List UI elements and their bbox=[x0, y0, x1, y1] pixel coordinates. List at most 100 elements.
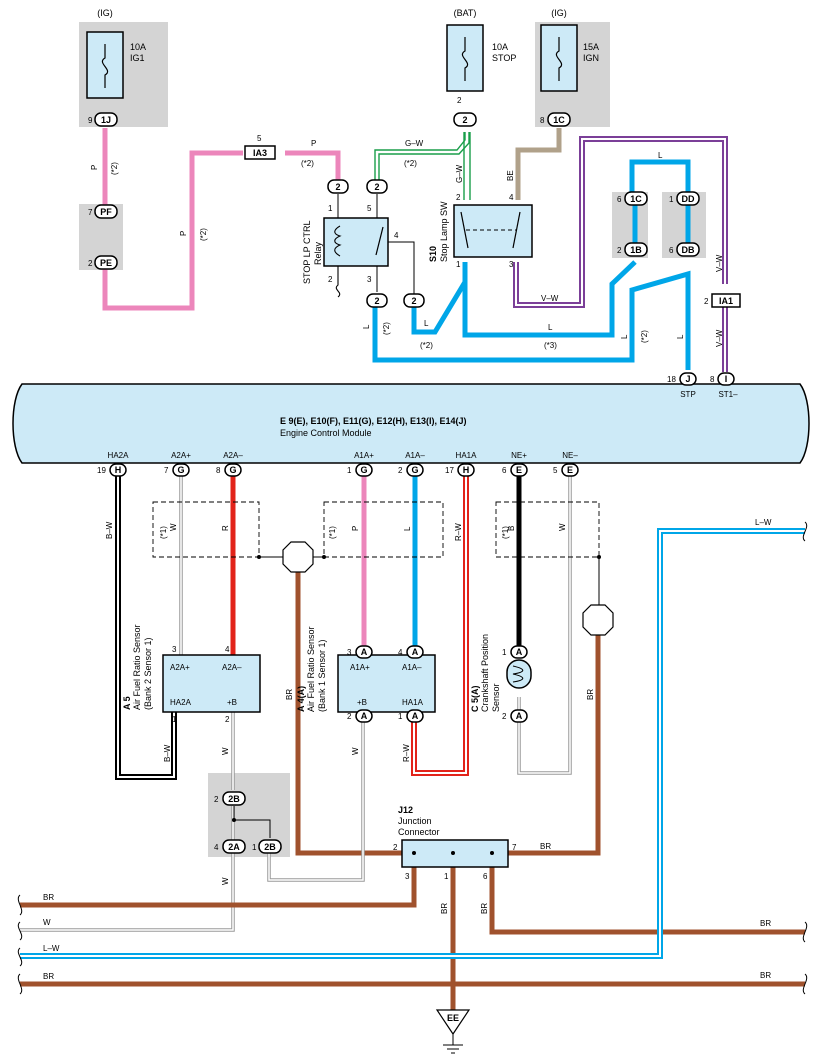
conn-g-7 bbox=[172, 463, 190, 477]
wire-w-2b-right-i bbox=[268, 697, 364, 881]
wire-w-2b-2a bbox=[20, 806, 235, 932]
lbl-l-top: L bbox=[658, 151, 663, 160]
pin-7-pf: 7 bbox=[88, 208, 93, 217]
conn-c5-2-label: A bbox=[516, 711, 523, 721]
conn-g-1 bbox=[355, 463, 373, 477]
conn-pf-label: PF bbox=[100, 207, 112, 217]
conn-stop-2 bbox=[453, 112, 477, 127]
ecm-term-ha2a: HA2A bbox=[108, 451, 130, 460]
c5-sub: Sensor bbox=[491, 683, 501, 712]
pin-8-ecm: 8 bbox=[216, 466, 221, 475]
lbl-n2-2: (*2) bbox=[199, 228, 208, 241]
ecm-body bbox=[12, 383, 810, 464]
wire-br-j12-6 bbox=[489, 867, 805, 935]
pin-4-2a: 4 bbox=[214, 843, 219, 852]
j12-dot-2 bbox=[451, 851, 455, 855]
pin-2-stop-top: 2 bbox=[457, 96, 462, 105]
pin-5-ia3: 5 bbox=[257, 134, 262, 143]
conn-c5-1-label: A bbox=[516, 647, 523, 657]
conn-ia3-label: IA3 bbox=[253, 148, 267, 158]
lbl-br-j12-6: BR bbox=[480, 903, 489, 914]
fuse-ig1-name: IG1 bbox=[130, 53, 145, 63]
a5-t4: +B bbox=[227, 698, 237, 707]
stop-sw-name: Stop Lamp SW bbox=[439, 201, 449, 262]
conn-1b bbox=[624, 242, 648, 257]
lbl-vw-2: V–W bbox=[715, 254, 724, 272]
conn-relay-2b bbox=[366, 179, 388, 194]
shield-dot-1 bbox=[257, 555, 261, 559]
conn-2b-top-label: 2B bbox=[228, 794, 240, 804]
break-left-1 bbox=[17, 894, 23, 916]
wire-bw-inner bbox=[117, 476, 175, 778]
break-right-1 bbox=[802, 521, 808, 542]
shield-ground-left bbox=[282, 541, 314, 573]
lbl-vw-3: V–W bbox=[715, 329, 724, 347]
conn-e-6-label: E bbox=[516, 465, 522, 475]
ecm-codes: E 9(E), E10(F), E11(G), E12(H), E13(I), … bbox=[280, 416, 467, 426]
conn-ia3 bbox=[244, 145, 276, 160]
conn-stop-2-label: 2 bbox=[462, 115, 467, 125]
fuse-ign-rating: 15A bbox=[583, 42, 599, 52]
a4-t4: HA1A bbox=[402, 698, 424, 707]
fuse-ign-symbol bbox=[555, 37, 563, 81]
lbl-lw-left: L–W bbox=[43, 944, 60, 953]
wire-w-ne-minus bbox=[517, 476, 572, 775]
j12-dot-1 bbox=[412, 851, 416, 855]
pin-2-1b: 2 bbox=[617, 246, 622, 255]
sensor-c5-body bbox=[506, 659, 532, 689]
lbl-n2-1: (*2) bbox=[110, 162, 119, 175]
conn-i-label: I bbox=[725, 374, 728, 384]
wire-green-gw-b bbox=[378, 132, 470, 180]
break-right-3 bbox=[802, 973, 808, 995]
conn-a4-1-label: A bbox=[412, 711, 419, 721]
wire-purple-vw-inner bbox=[515, 138, 726, 306]
lbl-n2-7: (*2) bbox=[640, 330, 649, 343]
ecm-term-a2a-plus: A2A+ bbox=[171, 451, 191, 460]
ecm-term-a1a-plus: A1A+ bbox=[354, 451, 374, 460]
pin-2-j12: 2 bbox=[393, 843, 398, 852]
conn-h-19-label: H bbox=[115, 465, 122, 475]
conn-g-2-label: G bbox=[411, 465, 418, 475]
conn-db-label: DB bbox=[682, 245, 695, 255]
lbl-bw-2: B–W bbox=[163, 744, 172, 762]
sensor-c5-coil bbox=[512, 665, 524, 683]
shield-box-2 bbox=[323, 501, 444, 558]
shield-ground-right bbox=[582, 604, 614, 636]
a4-t3: +B bbox=[357, 698, 367, 707]
a5-t1: A2A+ bbox=[170, 663, 190, 672]
a5-sub: (Bank 2 Sensor 1) bbox=[143, 637, 153, 710]
pin-3-a5: 3 bbox=[172, 645, 177, 654]
pin-8-ign: 8 bbox=[540, 116, 545, 125]
conn-relay-2a-label: 2 bbox=[335, 182, 340, 192]
lbl-gw-1: G–W bbox=[405, 139, 424, 148]
lbl-w-2a: W bbox=[221, 877, 230, 885]
a5-t2: A2A– bbox=[222, 663, 242, 672]
conn-a4-4 bbox=[406, 645, 424, 659]
pin-2-a4: 2 bbox=[347, 712, 352, 721]
conn-j-label: J bbox=[685, 374, 690, 384]
wire-rw-inner bbox=[413, 476, 467, 774]
wire-green-gw-a bbox=[374, 132, 466, 180]
pin-2-stop-sw: 2 bbox=[456, 193, 461, 202]
pin-9: 9 bbox=[88, 116, 93, 125]
lbl-n2-6: (*2) bbox=[420, 341, 433, 350]
fuse-ign-supply: (IG) bbox=[551, 8, 567, 18]
lbl-l-stop: L bbox=[424, 319, 429, 328]
break-right-2 bbox=[802, 921, 808, 943]
stop-sw-code: S10 bbox=[428, 246, 438, 262]
fuse-ig1-rating: 10A bbox=[130, 42, 146, 52]
lbl-w-ne: W bbox=[558, 523, 567, 531]
lbl-n2-4: (*2) bbox=[404, 159, 417, 168]
wire-rw-outer bbox=[411, 476, 469, 776]
lbl-br-right-2: BR bbox=[760, 971, 771, 980]
lbl-lw-top: L–W bbox=[755, 518, 772, 527]
wire-blue-stop bbox=[411, 262, 468, 335]
fuse-ign-box bbox=[540, 24, 578, 92]
pin-1-2b: 1 bbox=[252, 843, 257, 852]
wire-lw-inner bbox=[20, 530, 805, 957]
a5-code: A 5 bbox=[122, 696, 132, 710]
conn-2b-right-label: 2B bbox=[264, 842, 276, 852]
a5-name: Air Fuel Ratio Sensor bbox=[132, 624, 142, 710]
pin-2-c5: 2 bbox=[502, 712, 507, 721]
conn-1j bbox=[94, 112, 118, 127]
